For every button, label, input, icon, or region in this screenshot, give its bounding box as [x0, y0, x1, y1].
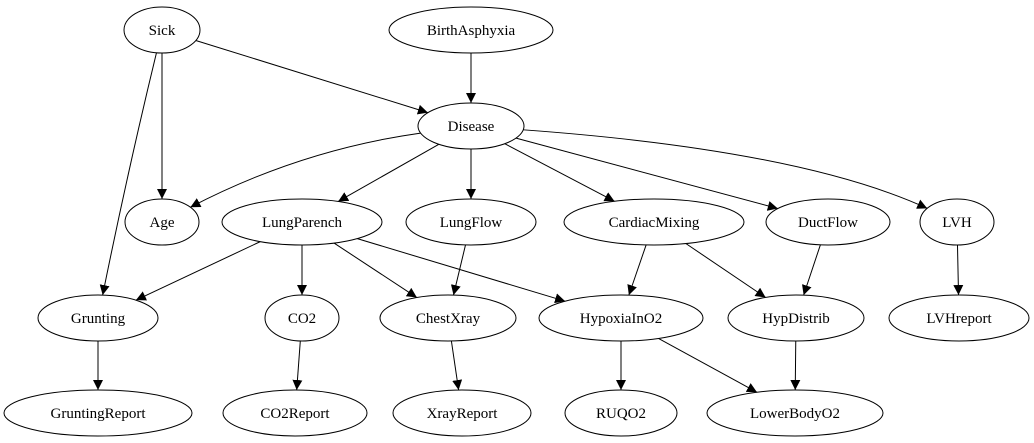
- node-ellipse: [564, 389, 678, 437]
- node-ellipse: [405, 198, 537, 246]
- node-ellipse: [222, 389, 368, 437]
- node-label: Disease: [448, 119, 495, 135]
- node-xrayreport: XrayReport: [392, 389, 532, 437]
- node-label: CO2Report: [260, 406, 330, 422]
- node-ductflow: DuctFlow: [765, 198, 891, 246]
- node-ellipse: [563, 198, 745, 246]
- edge-chestxray-to-xrayreport: [450, 340, 463, 391]
- edge-disease-to-ductflow: [515, 137, 778, 211]
- node-lvh: LVH: [919, 198, 995, 246]
- node-ellipse: [123, 6, 201, 54]
- node-label: LungParench: [262, 215, 342, 231]
- node-label: GruntingReport: [51, 406, 147, 422]
- node-label: LVHreport: [926, 311, 992, 327]
- node-ellipse: [379, 294, 517, 342]
- edge-disease-to-age: [190, 132, 421, 208]
- node-ellipse: [37, 294, 159, 342]
- node-ellipse: [264, 294, 340, 342]
- node-ellipse: [417, 102, 525, 150]
- node-ellipse: [538, 294, 704, 342]
- node-label: LowerBodyO2: [750, 406, 840, 422]
- edge-lungparench-to-chestxray: [333, 242, 418, 298]
- edge-disease-to-lungparench: [337, 143, 440, 202]
- node-ellipse: [388, 6, 554, 54]
- node-age: Age: [124, 198, 200, 246]
- node-lowerbody: LowerBodyO2: [706, 389, 884, 437]
- node-label: CO2: [288, 311, 316, 327]
- node-ellipse: [727, 294, 865, 342]
- edge-hypoxia-to-lowerbody: [658, 338, 758, 393]
- node-lungflow: LungFlow: [405, 198, 537, 246]
- edge-disease-to-lvh: [523, 129, 928, 209]
- node-label: Sick: [149, 23, 176, 39]
- edge-hypdistrib-to-lowerbody: [790, 340, 801, 391]
- node-ellipse: [3, 389, 193, 437]
- node-birth: BirthAsphyxia: [388, 6, 554, 54]
- node-co2: CO2: [264, 294, 340, 342]
- node-grunting: Grunting: [37, 294, 159, 342]
- edge-lungparench-to-grunting: [135, 241, 261, 301]
- edge-lungparench-to-hypoxia: [357, 238, 566, 304]
- node-label: LVH: [942, 215, 972, 231]
- edge-layer: [93, 40, 964, 393]
- node-label: HypDistrib: [762, 311, 830, 327]
- node-gruntingreport: GruntingReport: [3, 389, 193, 437]
- node-label: DuctFlow: [798, 215, 858, 231]
- node-label: ChestXray: [416, 311, 481, 327]
- node-hypdistrib: HypDistrib: [727, 294, 865, 342]
- edge-cardiac-to-hypoxia: [627, 244, 647, 296]
- node-ellipse: [888, 294, 1030, 342]
- node-ruqo2: RUQO2: [564, 389, 678, 437]
- edge-co2-to-co2report: [292, 340, 303, 391]
- node-label: BirthAsphyxia: [427, 23, 516, 39]
- node-lungparench: LungParench: [221, 198, 383, 246]
- node-ellipse: [706, 389, 884, 437]
- node-disease: Disease: [417, 102, 525, 150]
- node-cardiac: CardiacMixing: [563, 198, 745, 246]
- edge-cardiac-to-hypdistrib: [685, 243, 766, 298]
- node-chestxray: ChestXray: [379, 294, 517, 342]
- node-co2report: CO2Report: [222, 389, 368, 437]
- node-label: LungFlow: [440, 215, 503, 231]
- edge-disease-to-cardiac: [504, 143, 615, 202]
- node-label: RUQO2: [596, 406, 646, 422]
- node-ellipse: [392, 389, 532, 437]
- node-label: CardiacMixing: [609, 215, 700, 231]
- node-hypoxia: HypoxiaInO2: [538, 294, 704, 342]
- node-ellipse: [765, 198, 891, 246]
- node-ellipse: [919, 198, 995, 246]
- node-sick: Sick: [123, 6, 201, 54]
- node-ellipse: [124, 198, 200, 246]
- node-lvhreport: LVHreport: [888, 294, 1030, 342]
- node-ellipse: [221, 198, 383, 246]
- node-label: Age: [150, 215, 175, 231]
- edge-sick-to-grunting: [99, 52, 157, 296]
- edge-ductflow-to-hypdistrib: [802, 244, 821, 296]
- edge-sick-to-disease: [195, 40, 429, 115]
- edge-lvh-to-lvhreport: [953, 244, 964, 296]
- edge-lungflow-to-chestxray: [450, 244, 466, 296]
- node-label: XrayReport: [427, 406, 499, 422]
- node-label: HypoxiaInO2: [580, 311, 663, 327]
- node-label: Grunting: [71, 311, 126, 327]
